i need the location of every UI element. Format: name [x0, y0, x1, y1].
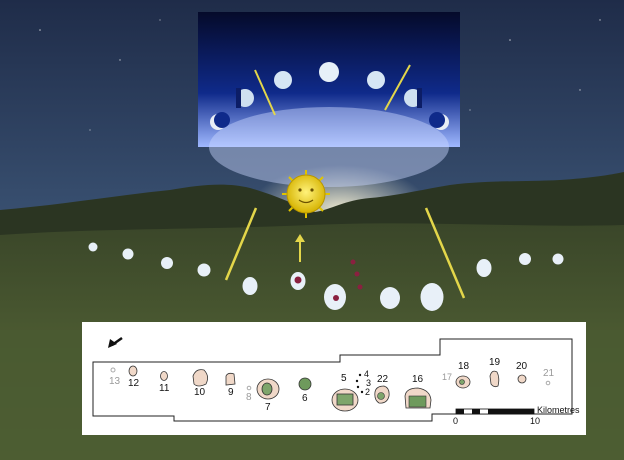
- site-map: [82, 322, 586, 435]
- stone-marker: [519, 253, 531, 265]
- stone-marker: [476, 259, 492, 277]
- stone-marker: [161, 257, 173, 269]
- map-label-10: 10: [194, 387, 206, 398]
- map-label-22: 22: [377, 374, 389, 385]
- scale-bar: [455, 408, 535, 415]
- stone-marker: [552, 253, 564, 265]
- map-label-19: 19: [489, 357, 501, 368]
- map-label-13: 13: [109, 376, 121, 387]
- map-label-11: 11: [159, 383, 170, 394]
- sun-icon: [282, 170, 330, 218]
- stone-marker: [380, 287, 400, 309]
- red-marker: [354, 271, 360, 277]
- feature-12: [128, 365, 138, 377]
- moon-phase-inset: [198, 12, 460, 187]
- feature-21: [545, 380, 551, 386]
- red-dots: [294, 259, 363, 301]
- feature-16-inner: [408, 395, 427, 408]
- inset-yellow-line-left: [254, 69, 276, 116]
- first-quarter-moon-icon: [236, 88, 254, 108]
- feature-11: [160, 371, 168, 381]
- map-label-3: 3: [366, 378, 372, 388]
- feature-stones: [355, 373, 364, 394]
- stone-marker: [88, 242, 98, 252]
- waxing-gibbous-moon-icon: [274, 71, 292, 89]
- yellow-line-left: [224, 207, 258, 281]
- map-label-20: 20: [516, 361, 528, 372]
- map-label-17: 17: [442, 372, 453, 382]
- scale-start-label: 0: [453, 416, 459, 426]
- last-quarter-moon-icon: [404, 88, 422, 108]
- red-marker: [357, 284, 363, 290]
- map-label-2: 2: [365, 387, 371, 397]
- map-label-18: 18: [458, 361, 470, 372]
- inset-yellow-line-right: [384, 64, 411, 111]
- scale-end-label: 10: [530, 416, 541, 426]
- feature-5-inner: [336, 393, 354, 406]
- stone-marker: [420, 283, 444, 311]
- map-label-16: 16: [412, 374, 424, 385]
- feature-8: [246, 385, 252, 391]
- map-label-9: 9: [228, 387, 234, 398]
- up-arrow-icon: [295, 234, 305, 262]
- feature-20: [517, 374, 527, 384]
- map-label-12: 12: [128, 378, 140, 389]
- feature-13: [110, 367, 116, 373]
- map-label-8: 8: [246, 392, 252, 403]
- full-moon-icon: [319, 62, 339, 82]
- yellow-line-right: [424, 207, 466, 299]
- waxing-crescent-moon-icon: [210, 112, 230, 130]
- waning-crescent-moon-icon: [429, 112, 449, 130]
- feature-22-inner: [377, 392, 385, 400]
- glowing-stones: [88, 242, 564, 311]
- map-label-7: 7: [265, 402, 271, 413]
- feature-9: [225, 372, 236, 386]
- stars: [39, 19, 601, 131]
- scale-unit-label: Kilometres: [537, 405, 580, 415]
- red-marker: [294, 276, 302, 284]
- feature-10: [192, 369, 208, 387]
- feature-19: [489, 370, 500, 388]
- site-outline: [92, 338, 573, 422]
- map-label-4: 4: [364, 369, 370, 379]
- waning-gibbous-moon-icon: [367, 71, 385, 89]
- feature-6: [298, 377, 312, 391]
- stone-marker: [242, 277, 258, 295]
- site-features: [110, 365, 551, 412]
- north-arrow-icon: [108, 336, 123, 348]
- red-marker: [350, 259, 356, 265]
- map-label-21: 21: [543, 368, 555, 379]
- feature-7-inner: [261, 382, 273, 396]
- red-marker: [333, 295, 339, 301]
- stone-marker: [197, 263, 211, 277]
- stone-marker: [122, 248, 134, 260]
- inset-horizon-glow: [209, 107, 449, 187]
- map-label-6: 6: [302, 393, 308, 404]
- map-label-5: 5: [341, 373, 347, 384]
- feature-18-inner: [459, 379, 465, 385]
